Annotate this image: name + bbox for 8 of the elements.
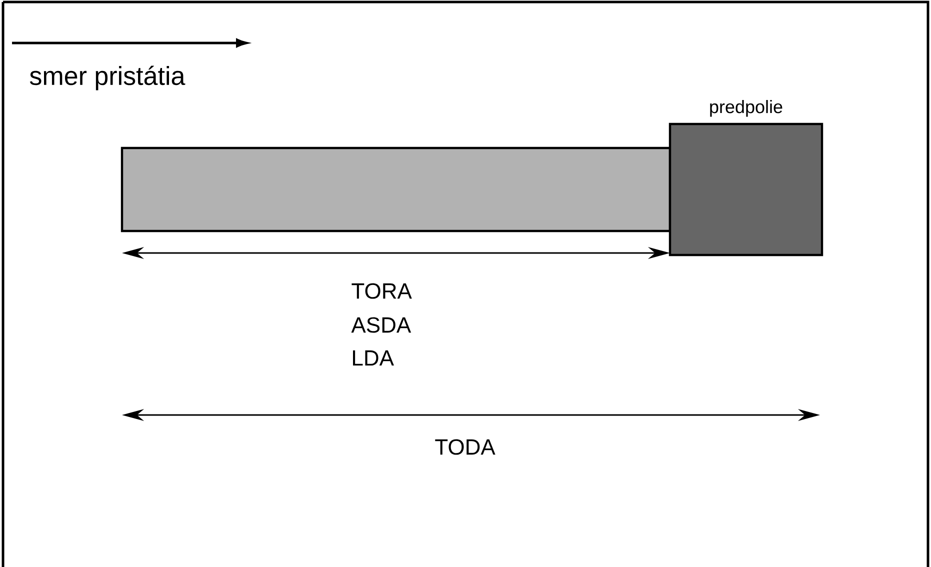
stopway-box [668,122,824,256]
dimension-label: LDA [353,350,394,366]
dimension-label: ASDA [351,317,412,333]
box-heading: predpolie [710,100,782,117]
direction-label: smer pristátia [30,66,186,90]
runway-box [120,146,672,232]
dimension-label: TORA [352,283,412,299]
dimension-label: TODA [435,439,496,455]
